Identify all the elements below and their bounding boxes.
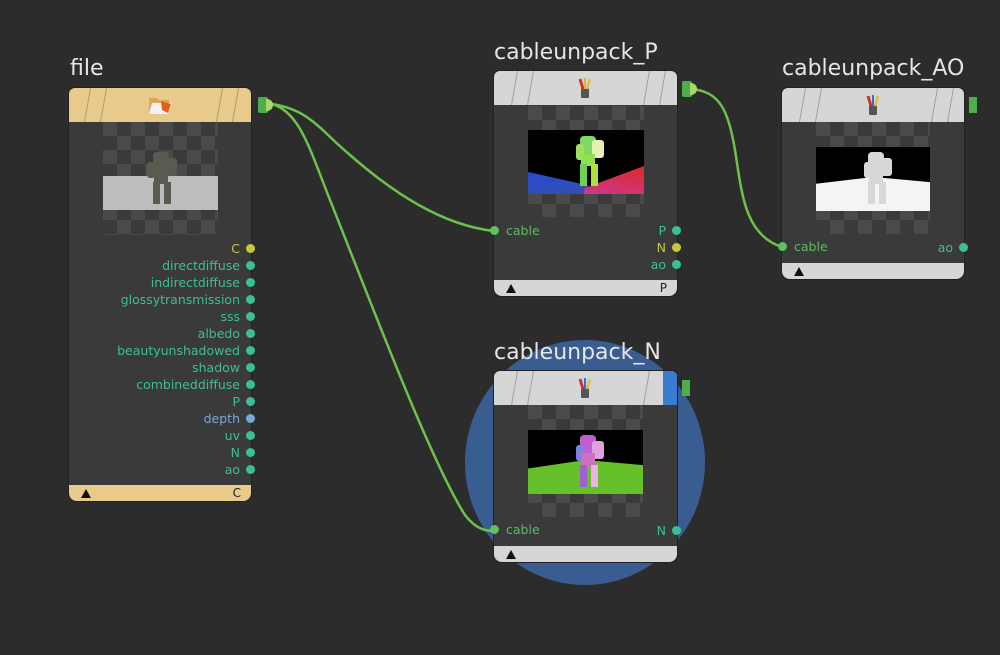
port-dot[interactable] <box>672 226 681 235</box>
expand-triangle-icon[interactable] <box>506 284 516 293</box>
output-port-albedo[interactable]: albedo <box>198 325 255 342</box>
port-dot[interactable] <box>246 397 255 406</box>
cable-bundle-icon <box>578 378 592 398</box>
node-unpack-n[interactable]: cable N <box>490 371 681 562</box>
preview-image <box>528 130 644 194</box>
node-title-unpack-n: cableunpack_N <box>494 340 661 365</box>
folder-open-icon <box>149 98 172 114</box>
robot-figure <box>576 136 604 186</box>
wire-file-to-unpack-n[interactable] <box>271 102 495 533</box>
node-unpack-p[interactable]: cable P N ao P <box>490 71 681 296</box>
port-dot[interactable] <box>246 312 255 321</box>
output-port-indirectdiffuse[interactable]: indirectdiffuse <box>151 274 255 291</box>
output-port-beautyunshadowed[interactable]: beautyunshadowed <box>117 342 255 359</box>
output-port-n[interactable]: N <box>231 444 255 461</box>
robot-figure <box>147 152 177 204</box>
port-dot[interactable] <box>959 243 968 252</box>
output-port-uv[interactable]: uv <box>225 427 255 444</box>
output-port-glossytransmission[interactable]: glossytransmission <box>121 291 255 308</box>
port-dot[interactable] <box>246 448 255 457</box>
node-title-unpack-p: cableunpack_P <box>494 40 658 65</box>
port-dot[interactable] <box>490 525 499 534</box>
preview-image <box>816 147 930 211</box>
output-port-p[interactable]: P <box>658 222 681 239</box>
output-port-depth[interactable]: depth <box>204 410 255 427</box>
node-header[interactable] <box>782 88 964 122</box>
output-port-ao[interactable]: ao <box>938 239 968 256</box>
cable-bundle-icon <box>866 95 880 115</box>
robot-figure <box>864 152 892 204</box>
output-port-directdiffuse[interactable]: directdiffuse <box>162 257 255 274</box>
expand-triangle-icon[interactable] <box>506 550 516 559</box>
node-title-file: file <box>70 56 104 81</box>
port-dot[interactable] <box>246 431 255 440</box>
port-dot[interactable] <box>246 329 255 338</box>
output-port-c[interactable]: C <box>231 240 255 257</box>
node-footer[interactable]: C <box>69 485 251 501</box>
input-port-cable[interactable]: cable <box>490 223 540 238</box>
node-header[interactable] <box>494 71 677 105</box>
output-port-shadow[interactable]: shadow <box>192 359 255 376</box>
port-dot[interactable] <box>672 526 681 535</box>
node-footer[interactable]: P <box>494 280 677 296</box>
port-dot[interactable] <box>672 243 681 252</box>
output-port-p[interactable]: P <box>232 393 255 410</box>
output-flag[interactable] <box>969 97 977 113</box>
port-dot[interactable] <box>246 295 255 304</box>
output-flag[interactable] <box>682 380 690 396</box>
cable-bundle-icon <box>578 78 592 98</box>
node-file[interactable]: C directdiffuse indirectdiffuse glossytr… <box>69 88 255 501</box>
port-dot[interactable] <box>246 363 255 372</box>
expand-triangle-icon[interactable] <box>81 489 91 498</box>
node-unpack-ao[interactable]: cable ao <box>778 88 968 279</box>
port-dot[interactable] <box>246 346 255 355</box>
output-port-sss[interactable]: sss <box>220 308 255 325</box>
wire-unpack-p-to-unpack-ao[interactable] <box>691 87 783 249</box>
node-footer[interactable] <box>494 546 677 562</box>
output-port-n[interactable]: N <box>657 239 681 256</box>
output-connector[interactable] <box>682 81 697 97</box>
preview-image <box>103 148 218 210</box>
port-dot[interactable] <box>778 242 787 251</box>
port-dot[interactable] <box>246 261 255 270</box>
port-dot[interactable] <box>246 465 255 474</box>
output-port-combineddiffuse[interactable]: combineddiffuse <box>136 376 255 393</box>
port-dot[interactable] <box>246 278 255 287</box>
selected-flag[interactable] <box>663 371 677 405</box>
port-dot[interactable] <box>490 226 499 235</box>
expand-triangle-icon[interactable] <box>794 267 804 276</box>
node-title-unpack-ao: cableunpack_AO <box>782 56 965 81</box>
output-port-ao[interactable]: ao <box>225 461 255 478</box>
port-dot[interactable] <box>246 380 255 389</box>
node-header[interactable] <box>69 88 251 122</box>
port-dot[interactable] <box>672 260 681 269</box>
node-header[interactable] <box>494 371 677 405</box>
output-port-ao[interactable]: ao <box>651 256 681 273</box>
wire-file-to-unpack-p[interactable] <box>271 102 495 233</box>
preview-image <box>528 430 643 494</box>
port-dot[interactable] <box>246 244 255 253</box>
port-dot[interactable] <box>246 414 255 423</box>
input-port-cable[interactable]: cable <box>778 239 828 254</box>
output-port-n[interactable]: N <box>657 522 681 539</box>
input-port-cable[interactable]: cable <box>490 522 540 537</box>
robot-figure <box>576 435 604 487</box>
output-connector[interactable] <box>258 97 273 113</box>
node-footer[interactable] <box>782 263 964 279</box>
